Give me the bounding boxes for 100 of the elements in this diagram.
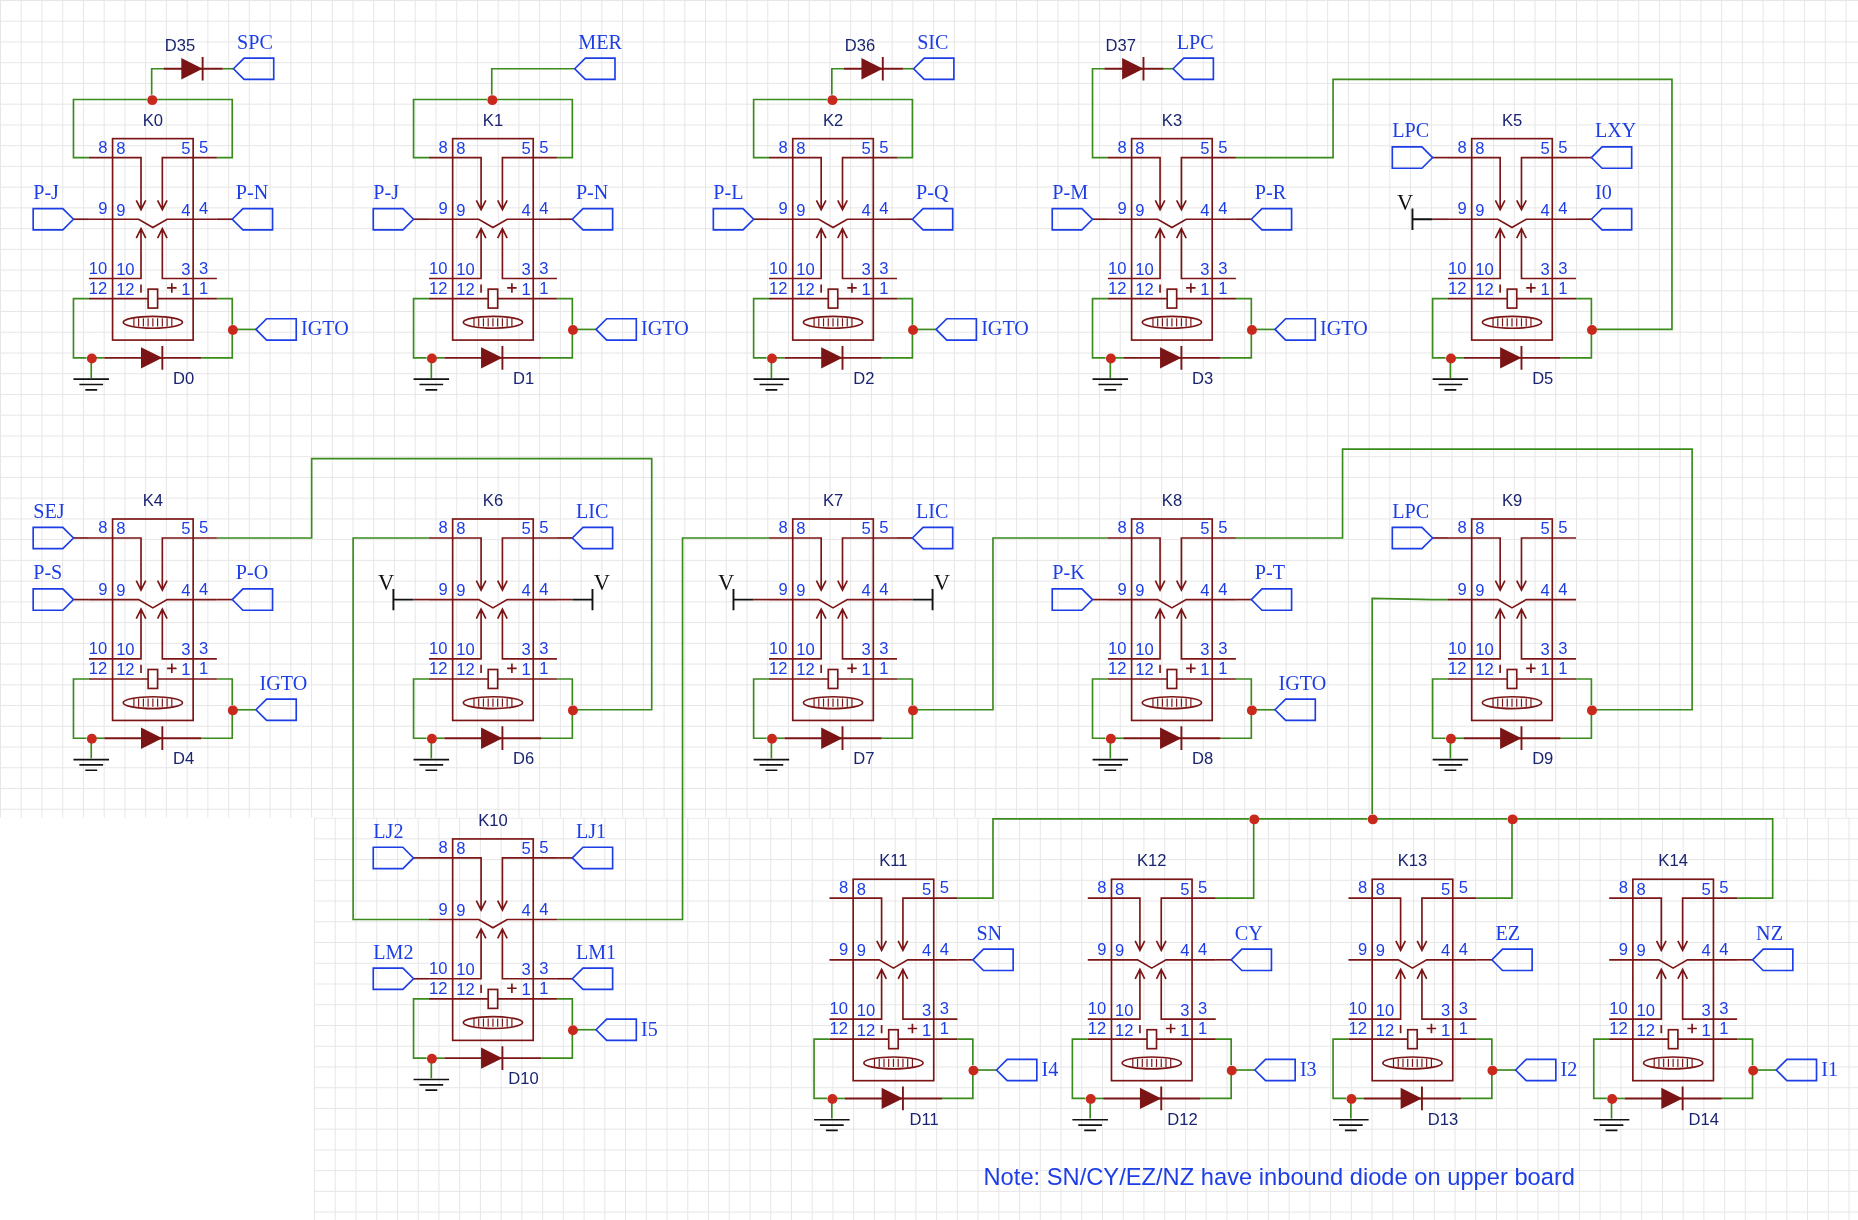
- wire: [831, 67, 845, 96]
- junction-dot: [226, 704, 238, 716]
- wire: [1454, 737, 1465, 740]
- pin-number: 10: [1348, 1000, 1367, 1018]
- wire: [490, 67, 576, 96]
- pin-number: 12: [116, 661, 135, 679]
- wire: [90, 361, 93, 379]
- net-label: CY: [1234, 923, 1263, 945]
- net-label: LPC: [1392, 501, 1430, 523]
- pin-number: 5: [539, 838, 549, 857]
- junction-dot: [826, 1093, 838, 1104]
- wire: [1214, 1038, 1232, 1067]
- pin-number: 1: [1180, 1021, 1190, 1040]
- pin-number: 1: [1558, 279, 1568, 298]
- junction-dot: [567, 704, 578, 716]
- pin-number: 9: [778, 580, 788, 599]
- wire: [880, 713, 914, 740]
- wire: [435, 737, 446, 740]
- pin-number: 3: [521, 260, 531, 279]
- pin-number: 10: [1135, 641, 1154, 659]
- relay-label: K1: [482, 111, 504, 130]
- net-label: LJ1: [575, 821, 607, 843]
- pin-number: 9: [116, 581, 126, 600]
- wire: [1114, 357, 1125, 359]
- pin-number: 8: [456, 520, 466, 538]
- pin-number: 8: [1117, 138, 1127, 157]
- pin-number: 9: [116, 201, 126, 220]
- terminal-label: V: [593, 571, 610, 595]
- pin-number: 8: [1135, 139, 1145, 158]
- junction-dot: [1486, 1064, 1498, 1076]
- wire: [435, 357, 446, 359]
- pin-number: 8: [1097, 879, 1107, 897]
- pin-number: 1: [879, 660, 889, 678]
- wire: [556, 857, 574, 859]
- pin-number: 3: [1180, 1001, 1190, 1020]
- relay-label: K2: [822, 111, 844, 130]
- junction-dot: [1345, 1093, 1357, 1104]
- pin-number: 4: [921, 942, 932, 960]
- net-label: I1: [1821, 1059, 1839, 1081]
- pin-number: 12: [769, 279, 788, 298]
- net-label: P-O: [235, 562, 269, 585]
- pin-number: 10: [116, 641, 135, 659]
- pin-number: 1: [1218, 660, 1228, 678]
- pin-number: 3: [199, 259, 209, 278]
- wire: [752, 218, 770, 221]
- junction-dot: [1445, 352, 1456, 364]
- wire: [1235, 1069, 1256, 1071]
- terminal-label: V: [718, 571, 735, 595]
- junction-dot: [426, 1052, 437, 1064]
- ground-symbol: [1092, 378, 1129, 392]
- pin-number: 1: [879, 279, 889, 298]
- diode-label: D1: [513, 369, 535, 388]
- wire: [216, 598, 234, 601]
- pin-number: 3: [181, 260, 191, 279]
- pin-number: 10: [1375, 1001, 1395, 1020]
- junction-dot: [85, 352, 97, 364]
- pin-number: 3: [199, 639, 209, 658]
- pin-number: 8: [778, 519, 788, 537]
- wire: [412, 977, 430, 980]
- wire: [352, 537, 430, 921]
- junction-dot: [426, 732, 437, 744]
- diode-label: D37: [1105, 36, 1136, 55]
- pin-number: 8: [1115, 880, 1125, 899]
- net-label: I0: [1594, 182, 1612, 204]
- wire: [1515, 817, 1774, 900]
- pin-number: 10: [796, 260, 815, 279]
- pin-number: 9: [778, 200, 788, 219]
- relay-label: K12: [1136, 852, 1167, 870]
- wire: [155, 98, 234, 159]
- wire: [916, 328, 937, 331]
- pin-number: 5: [1540, 139, 1550, 158]
- pin-number: 5: [1200, 520, 1210, 538]
- pin-number: 3: [1558, 639, 1568, 658]
- pin-number: 5: [1218, 519, 1228, 537]
- ground-symbol: [814, 1118, 850, 1132]
- net-label: LJ2: [373, 821, 404, 843]
- net-label: P-L: [713, 182, 744, 204]
- pin-number: 5: [879, 519, 889, 537]
- net-label: IGTO: [301, 318, 349, 341]
- pin-number: 5: [1180, 880, 1190, 899]
- ground-symbol: [1072, 1118, 1108, 1132]
- pin-number: 8: [778, 138, 788, 157]
- ground-symbol: [73, 378, 109, 392]
- pin-number: 3: [539, 959, 549, 978]
- relay-label: K0: [142, 111, 164, 130]
- pin-number: 3: [1218, 259, 1228, 278]
- wire: [1454, 357, 1465, 359]
- wire: [1720, 1073, 1754, 1100]
- pin-number: 9: [1135, 201, 1145, 220]
- diode-label: D4: [173, 750, 195, 768]
- diode-label: D0: [173, 369, 195, 388]
- relay-label: K13: [1397, 852, 1428, 870]
- wire: [1091, 218, 1109, 221]
- pin-number: 5: [199, 138, 209, 157]
- wire: [556, 598, 574, 601]
- wire: [1475, 822, 1513, 900]
- wire: [1332, 1038, 1350, 1100]
- pin-number: 10: [796, 641, 815, 659]
- pin-number: 12: [428, 279, 448, 298]
- wire: [752, 598, 770, 601]
